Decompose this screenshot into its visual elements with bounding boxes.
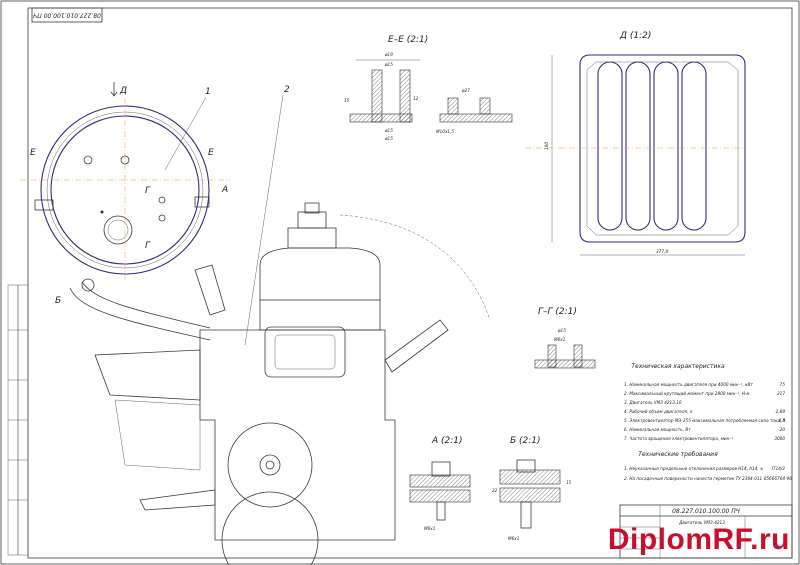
left-binding-strip [7,284,29,556]
title-block [619,504,793,559]
tech-char-row-text: 2. Максимальный крутящий момент при 2800… [624,391,750,396]
dim-b-2: 15 [566,480,572,485]
callout-1-leader [164,96,207,171]
view-d-title: Д (1:2) [619,31,651,41]
tech-char-row-text: 7. Частота вращения электровентилятора, … [624,436,734,441]
title-designation: 08.227.010.100.00 ПЧ [672,508,740,515]
dim-gg-thread: М6х1 [554,337,566,342]
tech-req-row-text: 1. Неуказанные предельные отклонения раз… [624,466,764,471]
tech-char-row-value: 2,89 [776,409,786,414]
dim-ee-thread: М10х1,5 [436,129,454,134]
watermark: DiplomRF.ru [607,523,790,556]
tech-char-row-text: 6. Номинальная мощность, Вт [624,427,691,432]
fan-housing-view [20,98,230,341]
drawing-frame [27,7,793,559]
view-b [499,459,561,529]
callout-2: 2 [284,85,290,95]
view-d-radiator [525,54,746,256]
tech-char-row-value: 20 [780,427,786,432]
marker-e-left: Е [30,148,36,158]
dim-b-1: 22 [492,488,498,493]
rotated-stamp: 08.227.010.100.00 ПЧ [31,7,103,23]
section-gg-title: Г–Г (2:1) [538,307,577,317]
dim-d-width: 377,8 [656,249,668,254]
rotated-stamp-text: 08.227.010.100.00 ПЧ [33,12,101,19]
dim-ee-left: 15 [344,98,350,103]
tech-req-row-text: 2. На посадочные поверхности нанести гер… [624,476,792,481]
marker-b: Б [55,296,61,306]
marker-e-right: Е [208,148,214,158]
dim-d-height: 160 [544,142,549,150]
dim-b-thread: М6х1 [508,536,520,541]
marker-g-bottom: Г [145,241,151,251]
dim-gg-dia: ø15 [557,328,566,333]
tech-char-row-text: 4. Рабочий объем двигателя, л [624,409,693,414]
view-d-arrow [110,82,118,97]
tech-char-row-text: 5. Электровентилятор МЭ-255 максимальная… [624,418,786,423]
dim-ee-bot2: ø15 [384,136,393,141]
tech-char-heading: Техническая характеристика [631,363,725,370]
section-gg [534,344,596,369]
dim-ee-dia: ø27 [461,88,470,93]
dim-ee-bot1: ø15 [384,128,393,133]
tech-char-row-value: 4,5 [778,418,785,423]
view-b-title: Б (2:1) [510,436,541,446]
marker-g-top: Г [145,186,151,196]
view-d-arrow-label: Д [119,86,127,96]
view-a [409,461,471,521]
tech-char-row-value: 3000 [774,436,785,441]
tech-char-list: 1. Номинальная мощность двигателя при 40… [624,382,786,441]
tech-char-row-value: 75 [780,382,786,387]
dim-ee-mid: ø15 [384,62,393,67]
dim-ee-top: ø19 [384,52,393,57]
tech-req-row-value: IT14/2 [772,466,786,471]
dim-a-thread: М6х1 [424,526,436,531]
tech-req-list: 1. Неуказанные предельные отклонения раз… [624,466,792,481]
tech-char-row-text: 3. Двигатель УМЗ 4213.10 [624,400,682,405]
callout-2-leader [244,94,284,346]
callout-1: 1 [205,87,211,97]
engine-side-view [94,202,491,565]
title-name: Двигатель УМЗ-4213 [678,520,725,525]
section-ee [349,59,513,123]
section-ee-title: Е–Е (2:1) [388,35,428,45]
tech-req-heading: Технические требования [638,451,718,458]
tech-char-row-value: 217 [777,391,785,396]
marker-a: А [221,185,228,195]
view-a-title: А (2:1) [431,436,463,446]
dim-ee-right: 12 [413,96,419,101]
tech-char-row-text: 1. Номинальная мощность двигателя при 40… [624,382,753,387]
